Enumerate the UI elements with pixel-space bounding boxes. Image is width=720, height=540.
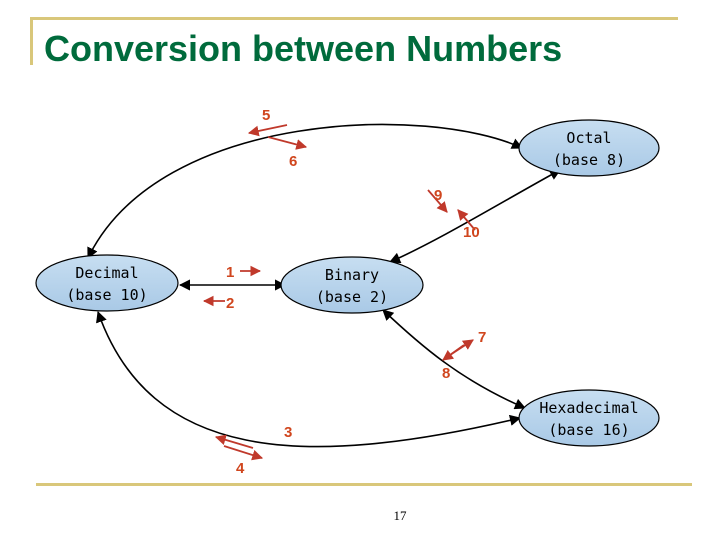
step-3-label: 3	[284, 424, 292, 441]
top-frame-line	[30, 17, 678, 20]
step-2-label: 2	[226, 295, 234, 312]
step-7-label: 7	[478, 329, 486, 346]
page-number: 17	[393, 508, 407, 523]
node-binary-base: (base 2)	[316, 288, 388, 306]
left-frame-line	[30, 17, 33, 65]
step-10-arrow	[457, 209, 476, 231]
step-10-label: 10	[463, 224, 480, 241]
node-binary: Binary (base 2)	[280, 256, 424, 314]
node-octal-title: Octal	[566, 129, 611, 147]
connector-binary-octal	[388, 169, 561, 264]
node-decimal: Decimal (base 10)	[35, 254, 179, 312]
node-octal: Octal (base 8)	[518, 119, 660, 177]
step-8-label: 8	[442, 365, 450, 382]
step-4-label: 4	[236, 460, 245, 477]
slide-title: Conversion between Numbers	[44, 28, 563, 69]
connector-decimal-hexadecimal	[96, 310, 522, 448]
step-3-arrow	[214, 434, 254, 449]
step-8-arrow	[442, 344, 465, 361]
node-binary-title: Binary	[325, 266, 379, 284]
bottom-rule	[36, 483, 692, 486]
node-decimal-base: (base 10)	[66, 286, 147, 304]
connector-binary-hexadecimal	[382, 309, 527, 410]
step-6-arrow	[267, 136, 308, 150]
step-9-label: 9	[434, 187, 442, 204]
step-6-label: 6	[289, 153, 297, 170]
step-1-label: 1	[226, 264, 234, 281]
step-4-arrow	[223, 445, 264, 461]
node-octal-base: (base 8)	[553, 151, 625, 169]
step-9-arrow	[427, 189, 448, 213]
node-hexadecimal-title: Hexadecimal	[539, 399, 638, 417]
node-hexadecimal-base: (base 16)	[548, 421, 629, 439]
node-hexadecimal: Hexadecimal (base 16)	[518, 389, 660, 447]
node-decimal-title: Decimal	[75, 264, 138, 282]
step-5-arrow	[247, 124, 288, 137]
step-5-label: 5	[262, 107, 270, 124]
connector-decimal-octal	[87, 123, 524, 260]
